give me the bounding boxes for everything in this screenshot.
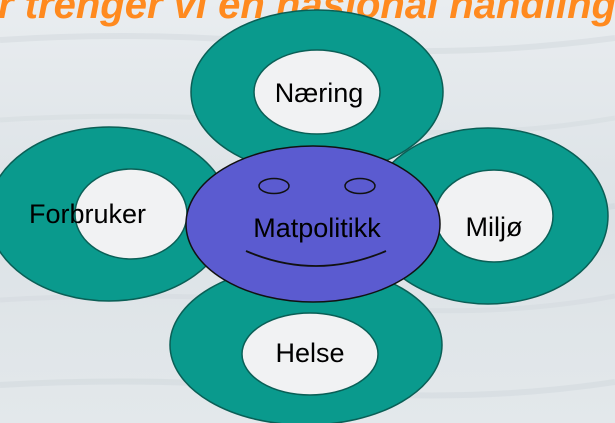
petal-label-miljo: Miljø: [466, 212, 523, 242]
left-eye-icon: [258, 177, 290, 195]
petal-label-naering: Næring: [275, 78, 364, 108]
petal-label-forbruker: Forbruker: [29, 199, 146, 229]
petal-bottom-hole: [241, 312, 379, 396]
petal-bottom: [169, 264, 443, 423]
petal-label-helse: Helse: [275, 338, 344, 368]
center-label-matpolitikk: Matpolitikk: [253, 213, 381, 243]
center-smiley: [185, 145, 441, 303]
smile-mouth-icon: [245, 250, 387, 267]
petal-top-hole: [253, 49, 381, 135]
right-eye-icon: [344, 177, 376, 195]
center-face: [185, 145, 441, 303]
